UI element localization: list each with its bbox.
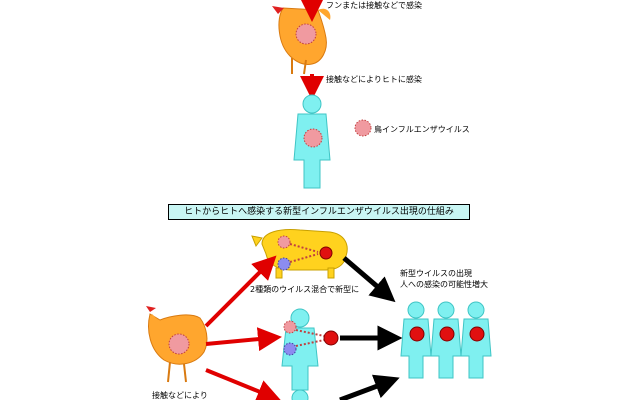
bottom-human-partial bbox=[291, 389, 309, 400]
new-virus-icon bbox=[323, 330, 339, 346]
new-virus-icon bbox=[439, 326, 455, 342]
group-human-1 bbox=[400, 301, 432, 379]
group-human-2 bbox=[430, 301, 462, 379]
human-group bbox=[400, 301, 492, 379]
group-human-3 bbox=[460, 301, 492, 379]
legend-bird-virus-icon bbox=[354, 119, 372, 137]
arrow-pig-to-group bbox=[342, 256, 396, 303]
bird-virus-icon bbox=[295, 23, 317, 45]
new-virus-line2: 人への感染の可能性増大 bbox=[400, 280, 488, 289]
bird-virus-icon bbox=[168, 333, 190, 355]
new-virus-line1: 新型ウイルスの出現 bbox=[400, 269, 472, 278]
legend-label: 鳥インフルエンザウイルス bbox=[374, 125, 470, 134]
new-virus-icon bbox=[319, 246, 333, 260]
top-caption: フンまたは接触などで感染 bbox=[326, 1, 422, 10]
bird-virus-icon bbox=[303, 128, 323, 148]
new-virus-icon bbox=[469, 326, 485, 342]
contact-infect-caption: 接触などによりヒトに感染 bbox=[326, 75, 422, 84]
top-chicken bbox=[272, 6, 331, 75]
bottom-chicken bbox=[146, 306, 208, 383]
pig-mix-caption: 2種類のウイルス混合で新型に bbox=[250, 285, 360, 294]
arrow-bottom-to-group bbox=[339, 374, 400, 400]
middle-human bbox=[281, 308, 339, 391]
section-title: ヒトからヒトへ感染する新型インフルエンザウイルス出現の仕組み bbox=[168, 204, 470, 220]
bird-virus-icon bbox=[277, 235, 291, 249]
pig bbox=[251, 229, 348, 279]
human-virus-icon bbox=[283, 342, 297, 356]
human-virus-icon bbox=[277, 257, 291, 271]
arrow-chicken-to-human-mid bbox=[205, 327, 282, 352]
top-human bbox=[293, 94, 331, 189]
bottom-caption: 接触などにより bbox=[152, 391, 208, 400]
arrow-chicken-to-human-low bbox=[205, 368, 282, 400]
new-virus-icon bbox=[409, 326, 425, 342]
arrow-chicken-to-pig bbox=[204, 255, 277, 328]
bird-virus-icon bbox=[283, 320, 297, 334]
